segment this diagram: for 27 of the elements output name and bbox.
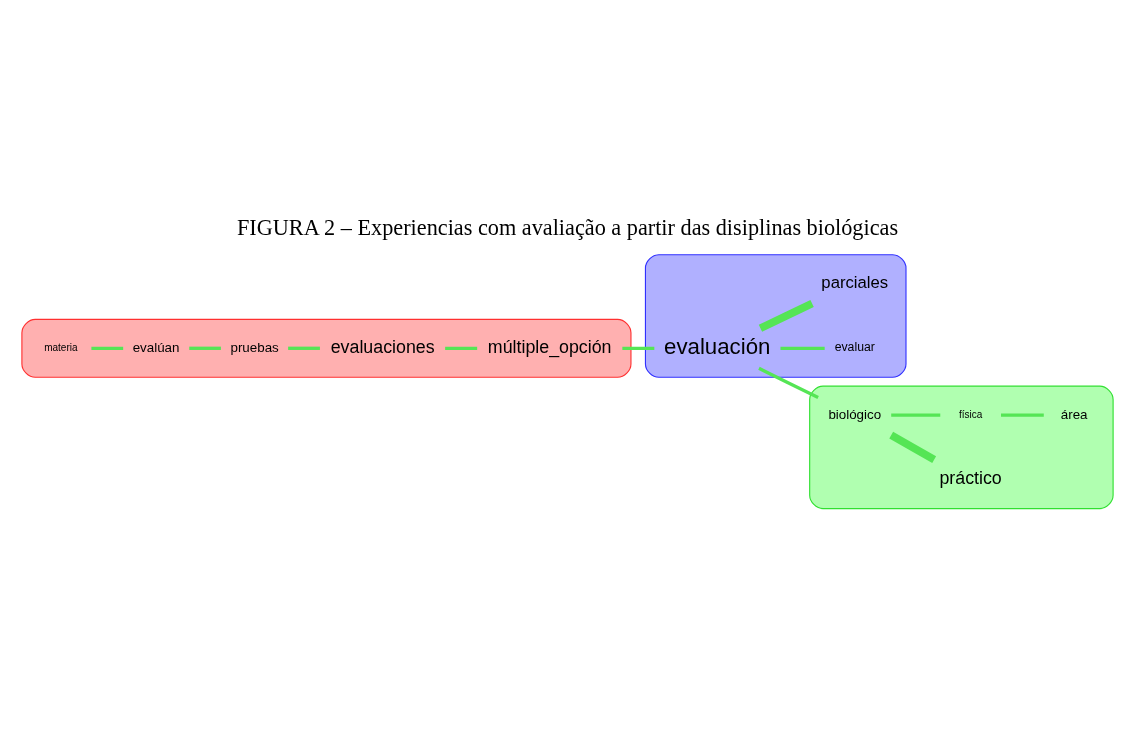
connector [780,346,825,350]
node-text: evaluaciones [330,336,435,357]
connector [445,346,478,350]
node-text: pruebas [230,339,279,355]
node-text: múltiple_opción [487,336,612,357]
connector [288,346,320,350]
node-text: área [1060,406,1088,422]
connector [91,346,124,350]
connector [1001,412,1044,417]
connector [758,299,814,332]
cluster [644,253,907,378]
node-text: evaluación [664,333,771,359]
cluster [21,318,632,378]
node-text: parciales [821,272,889,292]
node-text: materia [44,341,78,353]
node-text: práctico [939,467,1002,488]
connector [189,346,221,350]
cluster [809,385,1114,509]
connector [622,346,655,350]
connector [891,412,941,417]
connector [758,366,819,399]
diagram-title: FIGURA 2 – Experiencias com avaliação a partir das disiplinas biológicas [236,214,899,240]
node-text: física [958,408,983,420]
node-text: evaluar [834,339,875,354]
connector [889,431,937,463]
node-text: biológico [828,406,882,422]
node-text: evalúan [132,339,180,355]
